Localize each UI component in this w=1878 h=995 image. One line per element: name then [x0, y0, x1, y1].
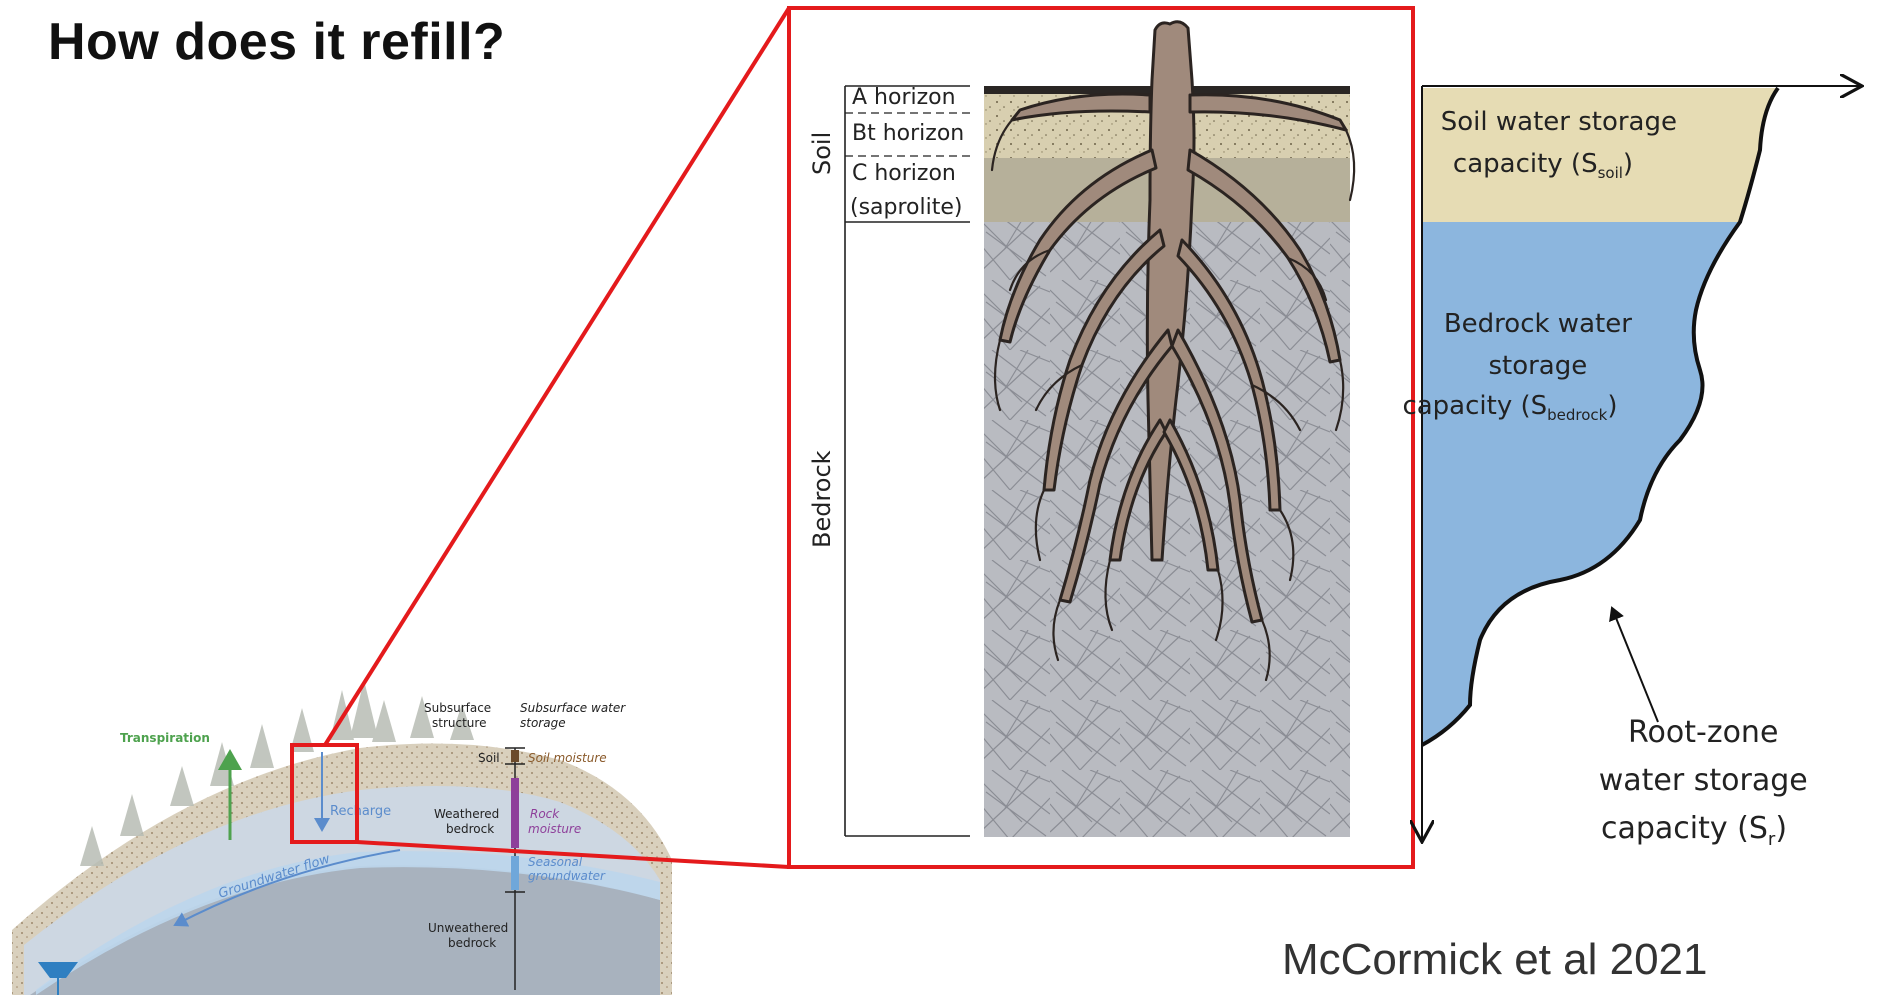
- soil-moisture-label: Soil moisture: [528, 751, 607, 765]
- storage-capacity-panel: Soil water storage capacity (Ssoil) Bedr…: [1402, 86, 1860, 850]
- bedrock-storage-area: [1422, 222, 1740, 745]
- transpiration-label: Transpiration: [120, 731, 210, 745]
- soil-section-label: Soil: [808, 132, 836, 175]
- bedrock-section-label: Bedrock: [808, 450, 836, 548]
- root-zone-label: Root-zone water storage capacity (Sr): [1599, 715, 1818, 850]
- soil-structure-label: Soil: [478, 751, 500, 765]
- zoom-connector-top: [325, 8, 789, 745]
- seasonal-groundwater-bar: [511, 856, 519, 890]
- rock-moisture-bar: [511, 778, 519, 848]
- root-zone-pointer: [1612, 608, 1658, 722]
- root-profile-panel: A horizon Bt horizon C horizon (saprolit…: [789, 8, 1413, 867]
- a-horizon-label: A horizon: [852, 85, 956, 110]
- subsurface-water-storage-label: Subsurface water storage: [520, 701, 629, 730]
- c-horizon-label: C horizon: [852, 161, 956, 186]
- soil-moisture-bar: [511, 750, 519, 762]
- subsurface-structure-label: Subsurface structure: [424, 701, 495, 730]
- saprolite-label: (saprolite): [850, 195, 962, 220]
- recharge-label: Recharge: [330, 804, 391, 819]
- bt-horizon-label: Bt horizon: [852, 121, 964, 146]
- hillslope-overview: Transpiration Recharge Groundwater flow …: [12, 680, 672, 995]
